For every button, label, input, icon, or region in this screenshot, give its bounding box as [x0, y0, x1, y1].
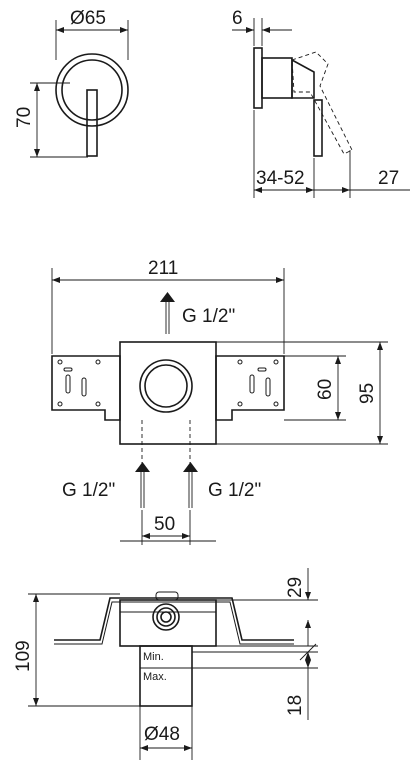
bottom-port-inner: [156, 607, 176, 627]
side-depth-label: 34-52: [256, 168, 305, 189]
box-spacing-label: 50: [154, 514, 175, 535]
inlet-left-label: G 1/2": [62, 480, 115, 501]
inlet-right-label: G 1/2": [208, 480, 261, 501]
inlet-right-arrow: [183, 462, 198, 472]
front-plate-outer: [55, 53, 129, 127]
side-lever-ghost: [291, 51, 353, 155]
side-body: [261, 57, 293, 99]
box-view: G 1/2" G 1/2" G 1/2" 211 50 60 95: [51, 258, 388, 545]
box-housing: [119, 341, 217, 445]
bottom-dia-label: Ø48: [144, 724, 180, 745]
left-bracket: [51, 355, 121, 421]
bottom-port-outer: [152, 603, 180, 631]
box-h-outer-label: 95: [357, 383, 378, 404]
bottom-top-label: 29: [285, 577, 306, 598]
front-plate-inner: [61, 59, 123, 121]
inlet-left-arrow: [135, 462, 150, 472]
bottom-height-label: 109: [13, 640, 34, 672]
side-view: 6 34-52 27: [232, 8, 410, 198]
bottom-housing: [119, 599, 217, 647]
front-view: Ø65 70: [14, 8, 129, 158]
bottom-rail: [54, 597, 294, 641]
side-thick-label: 6: [232, 8, 243, 29]
bottom-adjust-label: 18: [285, 695, 306, 716]
front-height-label: 70: [14, 107, 35, 128]
bottom-min-label: Min.: [143, 651, 164, 663]
side-lever: [313, 99, 323, 157]
box-h-inner-label: 60: [315, 379, 336, 400]
side-plate: [253, 47, 263, 109]
side-proj-label: 27: [378, 168, 399, 189]
box-port-inner: [144, 364, 188, 408]
front-lever: [86, 89, 98, 157]
right-bracket: [215, 355, 285, 421]
outlet-top-label: G 1/2": [182, 306, 235, 327]
bottom-view: Min. Max. 109 29 18 Ø48: [13, 568, 318, 760]
bottom-max-label: Max.: [143, 671, 167, 683]
side-handle-base: [291, 58, 315, 99]
box-width-label: 211: [148, 258, 178, 279]
outlet-top-arrow: [160, 292, 175, 302]
box-port-outer: [139, 359, 193, 413]
front-dia-label: Ø65: [70, 8, 106, 29]
bottom-stem: [139, 645, 193, 707]
